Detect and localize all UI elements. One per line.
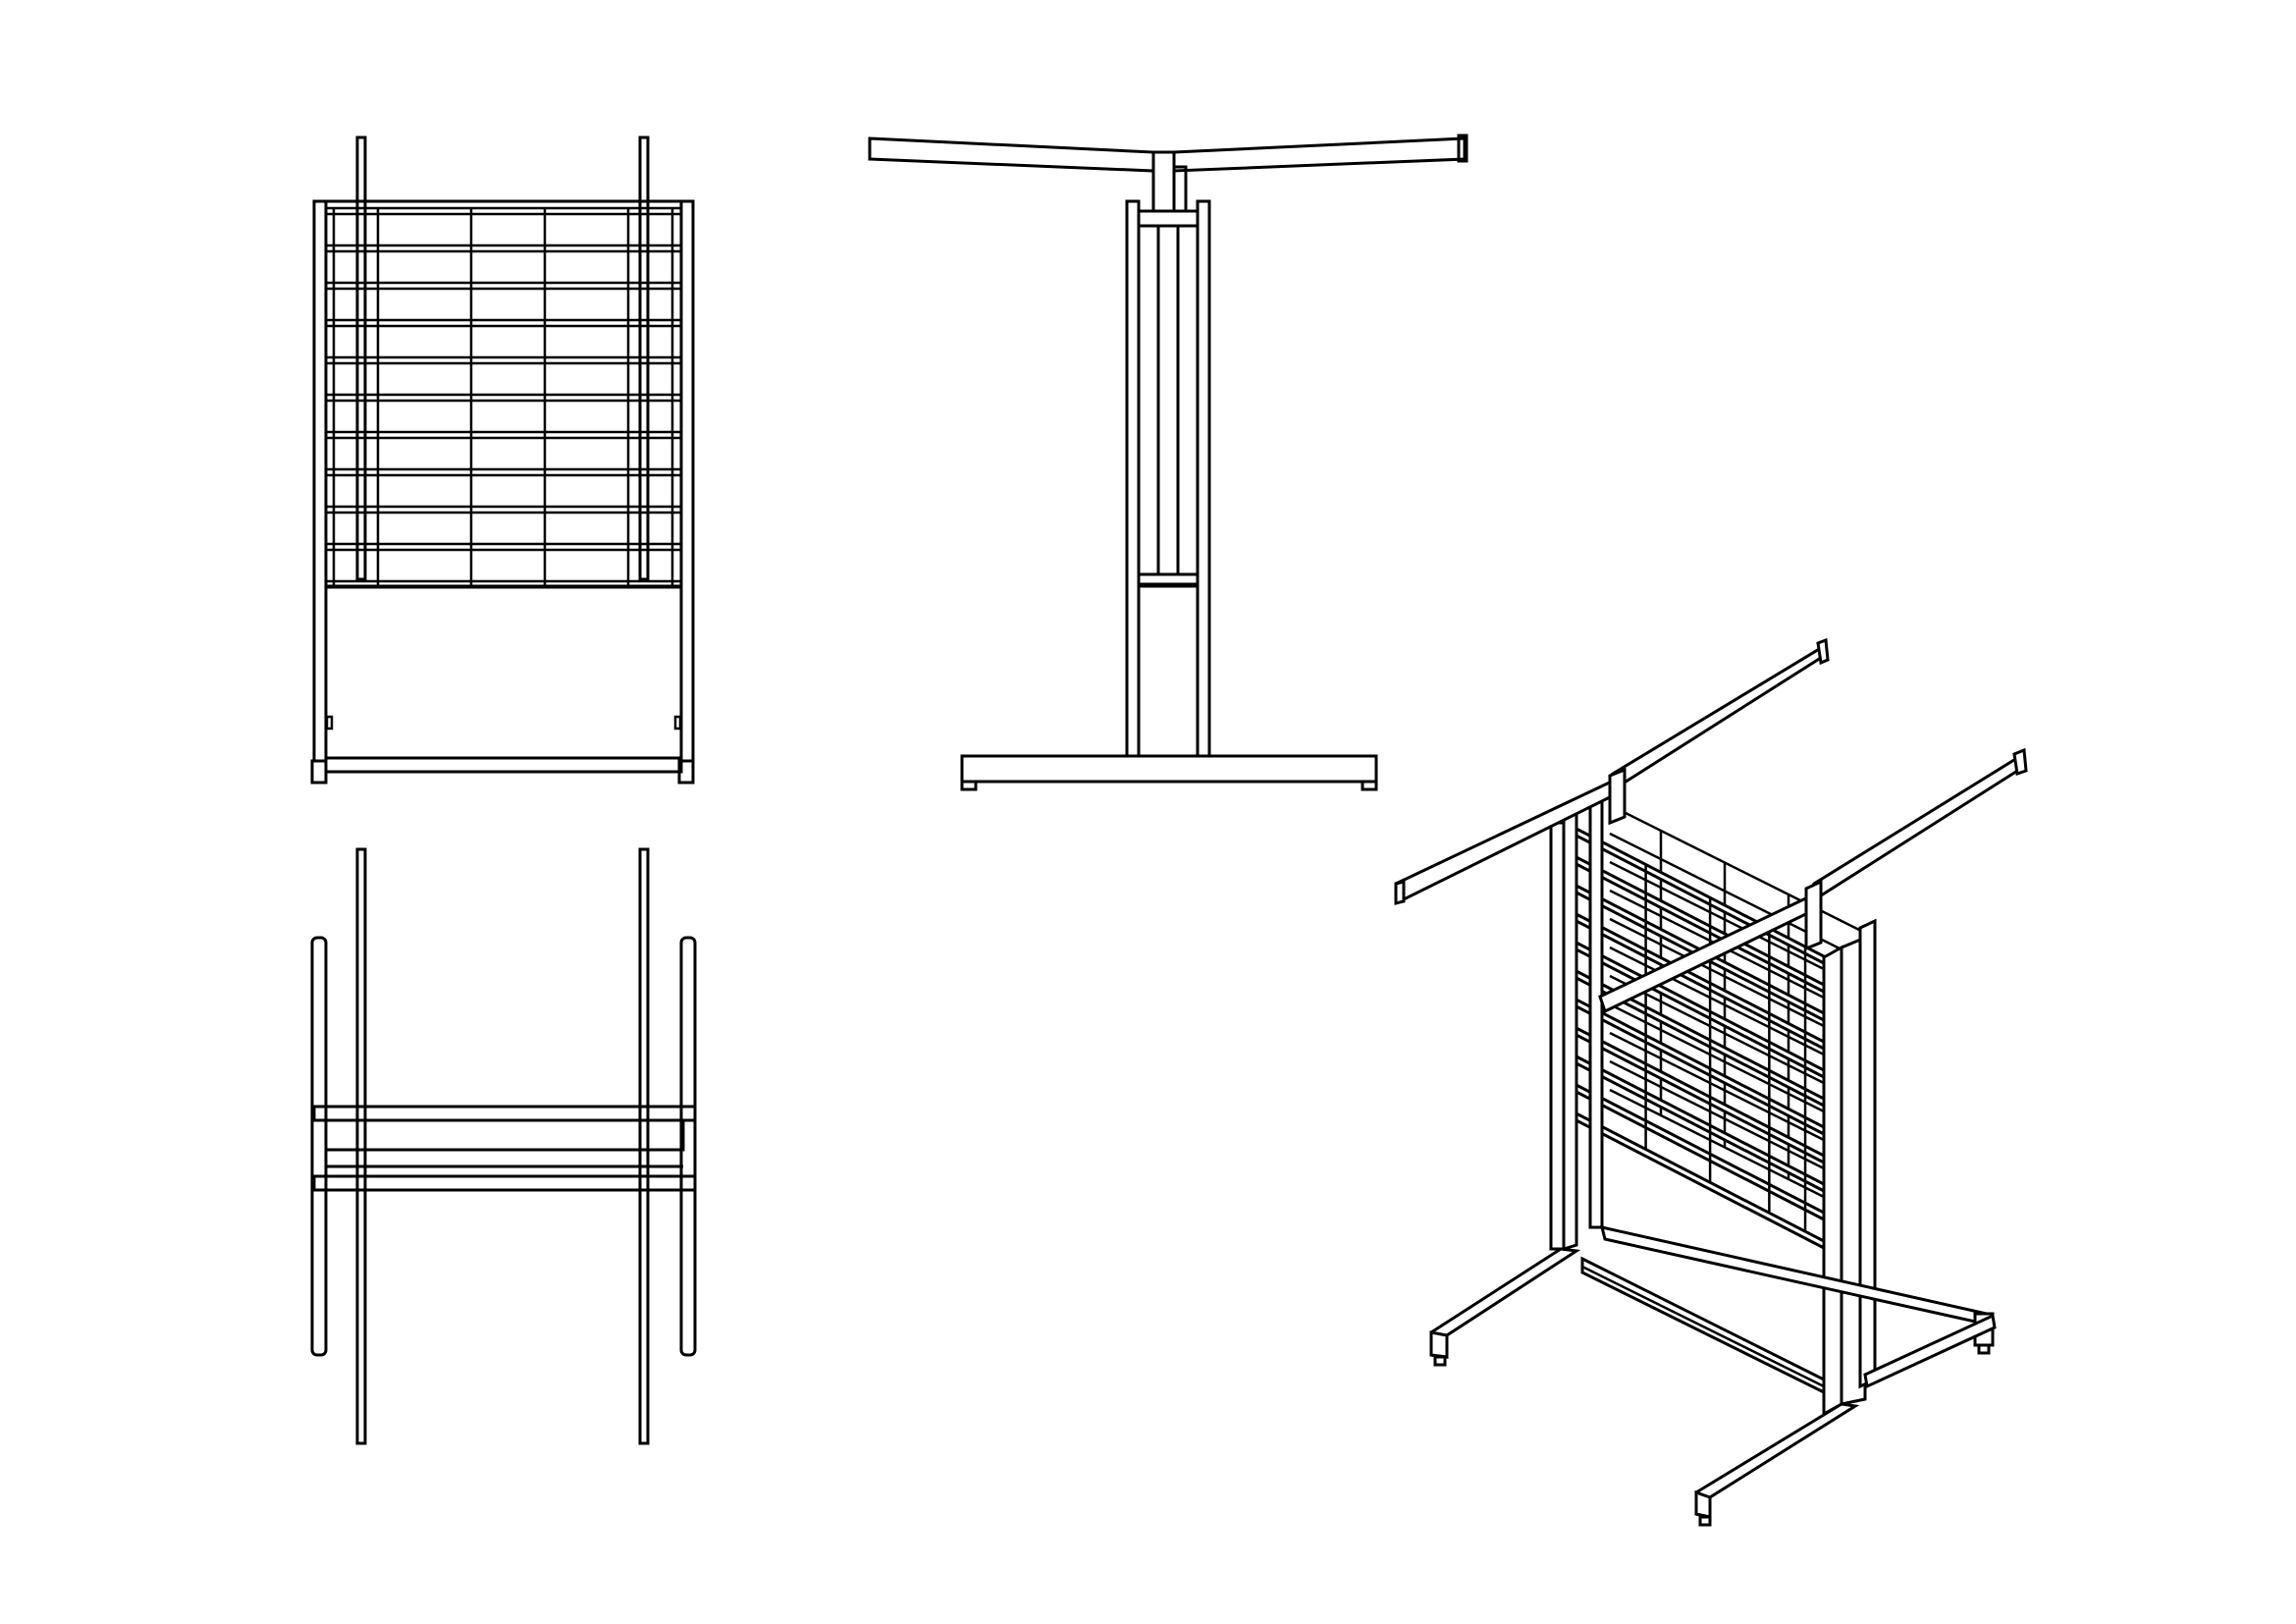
front-right-bolt [673, 715, 682, 731]
front-grid-slat [324, 318, 683, 328]
front-bottom-crossbar [324, 756, 683, 774]
iso-front-grid-panel [1567, 822, 1828, 1252]
side-right-arm-end-cap [1457, 134, 1468, 163]
side-upright-right [1196, 199, 1211, 758]
iso-arm-left-rear [1610, 645, 1826, 788]
side-left-arm [868, 136, 1155, 173]
iso-base-left-rail-end [1429, 1330, 1449, 1359]
iso-right-upright [1822, 945, 1843, 1417]
side-arm-connector [1151, 150, 1176, 213]
iso-arm-connector-left [1608, 767, 1627, 826]
top-cross-member-upper [312, 1105, 697, 1122]
iso-left-upright [1549, 821, 1566, 1251]
front-grid-slat [324, 206, 683, 216]
iso-base-left-rail [1429, 1247, 1581, 1359]
iso-arm-connector-right [1804, 879, 1823, 951]
front-grid-slat [324, 393, 683, 403]
front-grid-slat [324, 542, 683, 552]
iso-foot-pad-b [1698, 1515, 1712, 1527]
top-right-outer-rod [679, 936, 697, 1357]
front-right-upright [679, 199, 695, 763]
iso-rear-slat [1609, 832, 1866, 963]
iso-arm-left-rear-cap [1816, 637, 1830, 666]
front-grid-slat [324, 430, 683, 440]
front-grid-slat [324, 244, 683, 253]
iso-arm-left-front-cap [1394, 880, 1406, 905]
top-cross-member-mid [324, 1118, 685, 1152]
iso-arm-right-rear [1812, 755, 2024, 900]
side-upright-left [1125, 199, 1141, 758]
isometric-view [1394, 637, 2028, 1527]
iso-base-right-rail-right [1863, 1313, 1997, 1389]
side-arm-connector-right [1172, 165, 1188, 213]
iso-foot-pad-c [1977, 1343, 1991, 1355]
iso-base-right-rail [1694, 1402, 1860, 1519]
front-grid-slat [324, 355, 683, 365]
top-cross-member-lower [312, 1174, 697, 1192]
side-view [868, 134, 1468, 791]
iso-left-upright-inner [1588, 798, 1604, 1229]
iso-base-right-rail-end [1694, 1489, 1712, 1519]
top-left-inner-arm [355, 847, 367, 1445]
top-right-inner-arm [638, 847, 650, 1445]
front-grid-slat [324, 505, 683, 514]
side-base-bar [960, 754, 1378, 784]
front-grid-slat [324, 467, 683, 477]
top-left-outer-rod [310, 936, 328, 1357]
iso-rear-slat [1609, 803, 1866, 935]
iso-foot-pad-a [1433, 1355, 1447, 1367]
side-base-left-foot [960, 780, 978, 791]
front-grid-panel [324, 206, 683, 589]
iso-arm-right-rear-cap [2012, 747, 2028, 776]
side-center-post [1137, 209, 1200, 586]
front-left-upright [312, 199, 328, 763]
front-view [310, 135, 695, 785]
side-base-right-foot [1361, 780, 1378, 791]
iso-left-upright-back [1562, 808, 1578, 1252]
front-grid-slat [324, 281, 683, 291]
iso-base-crossbar-line [1581, 1265, 1825, 1388]
front-left-foot [310, 759, 328, 785]
iso-right-upright-rear [1858, 918, 1877, 1389]
front-left-bolt [325, 715, 334, 731]
side-right-arm [1172, 136, 1467, 173]
top-view [310, 847, 697, 1445]
